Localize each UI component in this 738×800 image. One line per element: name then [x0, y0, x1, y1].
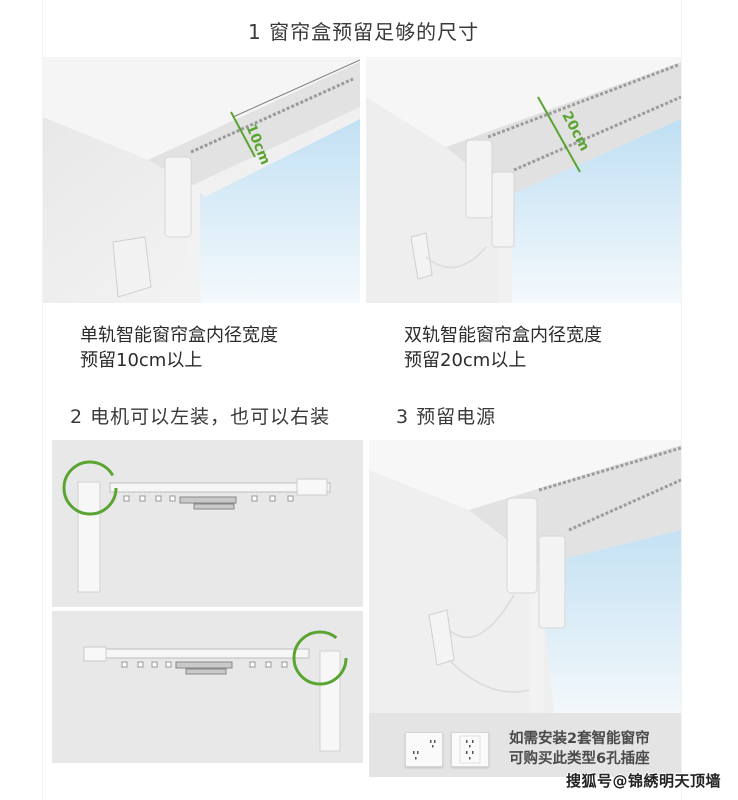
single-rail-caption-line2: 预留10cm以上 [80, 350, 203, 371]
section-title-window-box-size: 1 窗帘盒预留足够的尺寸 [248, 20, 480, 44]
power-note-line2: 可购买此类型6孔插座 [509, 751, 650, 767]
single-rail-illustration: 10cm [43, 57, 360, 303]
watermark: 搜狐号@锦綉明天顶墙 [566, 772, 722, 790]
double-rail-caption-line2: 预留20cm以上 [404, 350, 527, 371]
track-motor-right-illustration [83, 630, 348, 752]
outlet-icon [413, 740, 436, 760]
power-note-line1: 如需安装2套智能窗帘 [509, 731, 650, 747]
power-note-bar: 如需安装2套智能窗帘 可购买此类型6孔插座 [369, 713, 681, 777]
outlet-6hole-vertical [451, 732, 489, 767]
section-title-power-reserve: 3 预留电源 [396, 406, 497, 428]
outlet-icon [459, 735, 481, 764]
track-motor-left-illustration [62, 460, 331, 593]
section-title-motor-side: 2 电机可以左装，也可以右装 [70, 406, 331, 428]
motor-right-diagram [52, 611, 363, 763]
outlet-5hole-diagonal [405, 732, 443, 767]
highlight-circle-left [62, 460, 118, 516]
double-rail-illustration: 20cm [366, 57, 681, 303]
power-note-text: 如需安装2套智能窗帘 可购买此类型6孔插座 [509, 729, 650, 769]
power-outlet-photo [369, 440, 681, 713]
motor-power-illustration [369, 440, 681, 713]
highlight-circle-right [292, 630, 348, 686]
double-rail-caption-line1: 双轨智能窗帘盒内径宽度 [404, 325, 602, 346]
double-rail-photo: 20cm [366, 57, 681, 303]
single-rail-caption-line1: 单轨智能窗帘盒内径宽度 [80, 325, 278, 346]
single-rail-caption: 单轨智能窗帘盒内径宽度 预留10cm以上 [80, 323, 278, 373]
single-rail-photo: 10cm [43, 57, 360, 303]
motor-left-diagram [52, 440, 363, 607]
double-rail-caption: 双轨智能窗帘盒内径宽度 预留20cm以上 [404, 323, 602, 373]
